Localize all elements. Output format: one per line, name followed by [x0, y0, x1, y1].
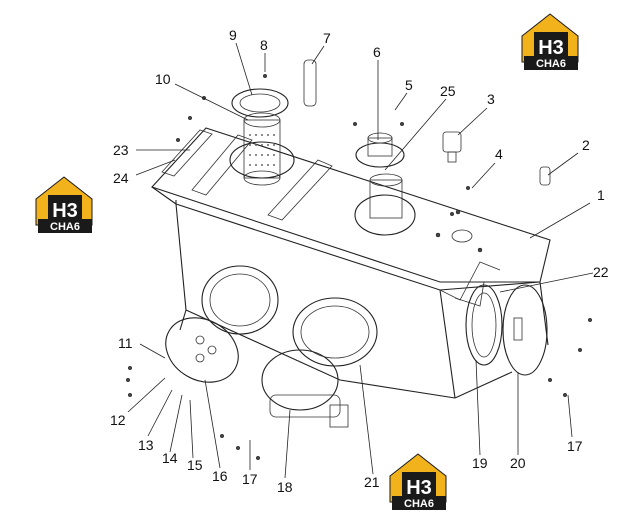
brand-logo-bottom: H3 CHA6 [389, 453, 447, 510]
callout-labels: 1 2 3 4 5 6 7 8 9 10 11 12 13 14 15 16 1… [110, 27, 609, 495]
callout-5: 5 [405, 77, 413, 93]
logo-main-text: H3 [538, 37, 564, 59]
callout-24: 24 [113, 170, 129, 186]
logo-sub-text: CHA6 [404, 498, 434, 510]
callout-2: 2 [582, 137, 590, 153]
callout-10: 10 [155, 71, 171, 87]
callout-15: 15 [187, 457, 203, 473]
center-opening [292, 297, 378, 367]
brand-logo-left: H3 CHA6 [35, 176, 93, 233]
callout-8: 8 [260, 37, 268, 53]
callout-18: 18 [277, 479, 293, 495]
bracket-7 [303, 59, 317, 107]
right-cover [502, 284, 548, 376]
bracket-2 [539, 166, 551, 186]
logo-sub-text: CHA6 [536, 58, 566, 70]
callout-22: 22 [593, 264, 609, 280]
outlet-cover [261, 349, 349, 428]
callout-1: 1 [597, 187, 605, 203]
logo-main-text: H3 [406, 477, 432, 499]
filter-assembly [229, 88, 295, 186]
fasteners [125, 73, 593, 461]
brand-logo-top-right: H3 CHA6 [521, 13, 579, 70]
callout-19: 19 [472, 455, 488, 471]
logo-sub-text: CHA6 [50, 221, 80, 233]
callout-3: 3 [487, 91, 495, 107]
callout-17a: 17 [567, 438, 583, 454]
filter-mesh [249, 134, 275, 166]
breather-cap [442, 131, 462, 163]
callout-16: 16 [212, 468, 228, 484]
left-cover-plate [165, 317, 239, 383]
callout-12: 12 [110, 412, 126, 428]
callout-7: 7 [323, 30, 331, 46]
callout-21: 21 [364, 474, 380, 490]
callout-17b: 17 [242, 471, 258, 487]
callout-6: 6 [373, 44, 381, 60]
leader-lines [127, 42, 594, 479]
callout-11: 11 [118, 335, 133, 351]
logo-main-text: H3 [52, 200, 78, 222]
callout-20: 20 [510, 455, 526, 471]
callout-13: 13 [138, 437, 154, 453]
callout-14: 14 [162, 450, 178, 466]
filler-neck [354, 132, 416, 236]
right-opening [465, 284, 503, 366]
callout-9: 9 [229, 27, 237, 43]
left-opening [201, 265, 279, 335]
callout-4: 4 [495, 146, 503, 162]
tank-body [151, 127, 551, 399]
callout-25: 25 [440, 83, 456, 99]
callout-23: 23 [113, 142, 129, 158]
